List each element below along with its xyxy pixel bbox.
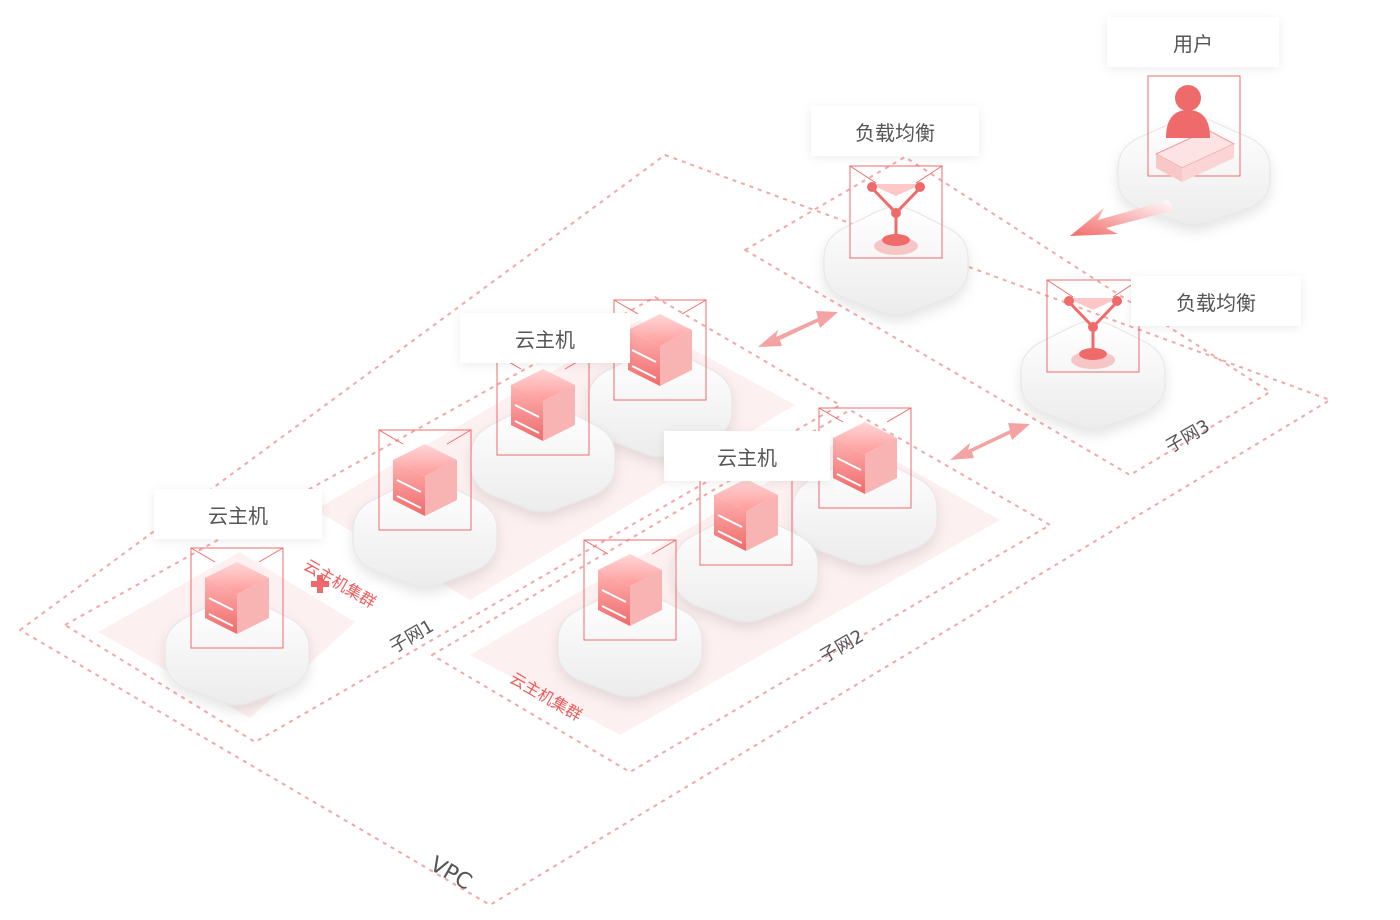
cloud-host-node[interactable] <box>352 429 498 588</box>
cloud-host-node[interactable] <box>164 547 310 706</box>
vpc-boundary <box>19 154 1331 906</box>
cloud-host-node[interactable] <box>587 299 733 458</box>
label-vm-subnet2-cluster: 云主机 <box>664 431 830 481</box>
cloud-host-node[interactable] <box>673 464 819 623</box>
user-node[interactable] <box>1117 75 1271 226</box>
subnet3-boundary <box>744 156 1271 476</box>
subnet1-boundary <box>64 296 841 743</box>
user-icon <box>1147 75 1241 182</box>
label-user: 用户 <box>1107 17 1279 67</box>
cloud-host-node[interactable] <box>557 539 703 698</box>
load-balancer-icon <box>849 165 943 259</box>
subnet2-boundary <box>431 409 1051 773</box>
label-vm-subnet1-cluster: 云主机 <box>460 313 630 363</box>
load-balancer-icon <box>1046 279 1140 373</box>
server-icon <box>583 539 677 641</box>
server-icon <box>378 429 472 531</box>
server-icon <box>190 547 284 649</box>
server-icon <box>699 464 793 566</box>
arrow-user-to-lb <box>1070 200 1175 236</box>
cloud-host-node[interactable] <box>792 407 938 566</box>
server-icon <box>613 299 707 401</box>
label-vm-standalone: 云主机 <box>154 489 322 539</box>
load-balancer-right[interactable] <box>1020 279 1166 430</box>
load-balancer-top[interactable] <box>823 165 969 316</box>
server-icon <box>818 407 912 509</box>
label-load-balancer-right: 负载均衡 <box>1131 276 1301 326</box>
plus-icon <box>311 575 329 593</box>
arrow-lb-to-subnet1 <box>758 311 838 347</box>
arrow-lb-to-subnet2 <box>950 423 1030 460</box>
label-load-balancer-top: 负载均衡 <box>811 106 979 156</box>
